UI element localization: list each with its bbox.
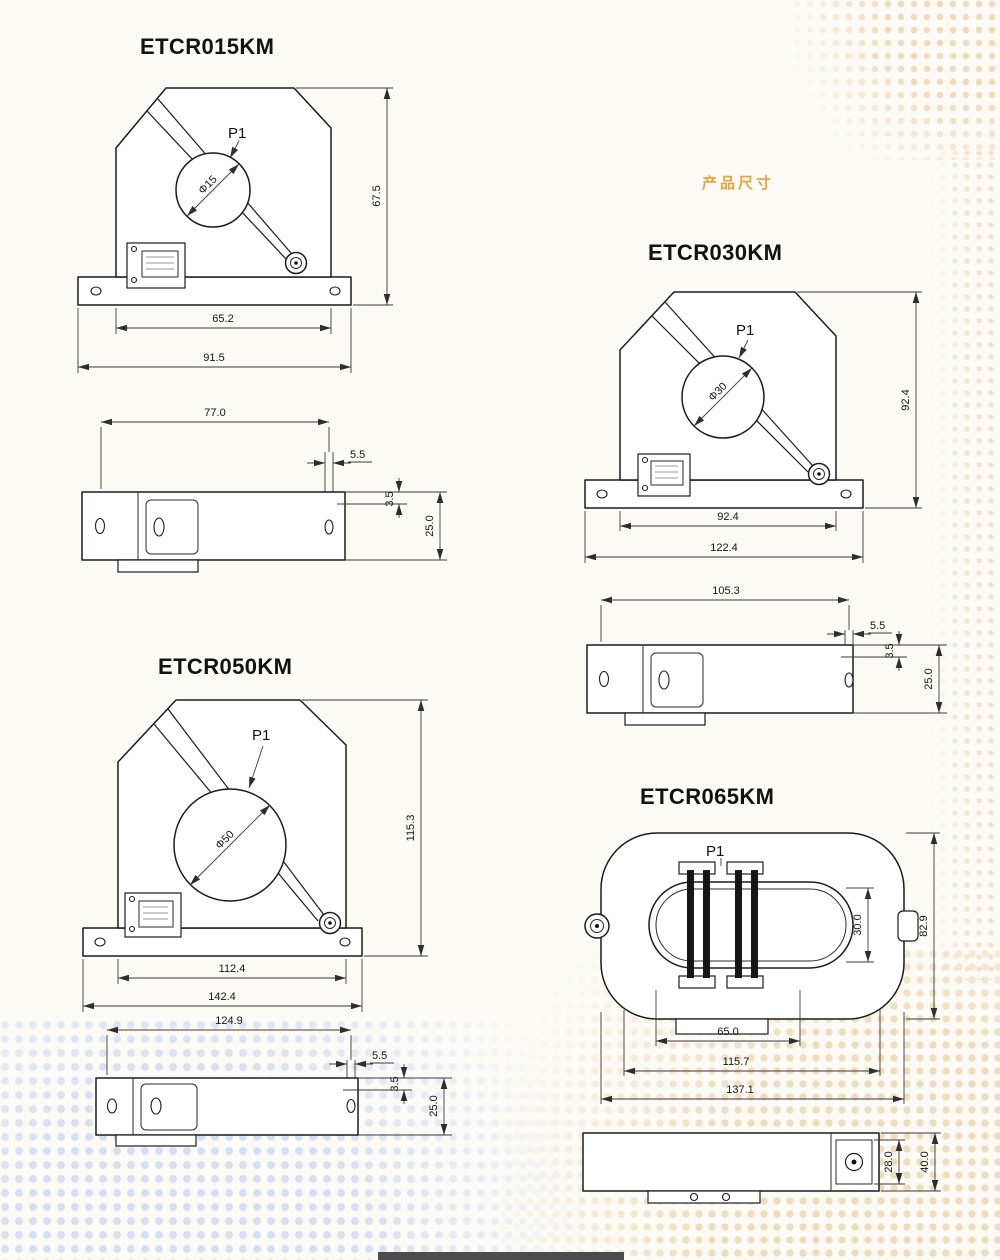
dim-height-label: 67.5 [371,185,383,206]
dim-depth: 25.0 [358,1078,452,1136]
dim-overall-width-label: 137.1 [726,1084,754,1096]
dim-tab: 5.5 [329,1050,394,1068]
bottom-tab [117,559,199,573]
side-body [586,644,854,714]
p1-label: P1 [252,727,270,744]
bottom-tab [115,1134,197,1147]
dim-tab: 5.5 [827,620,892,638]
dim-tab: 5.5 [307,449,372,467]
dim-body-width-label: 65.2 [212,313,233,325]
dim-length: 77.0 [100,407,330,489]
dim-body-width-label: 112.4 [219,963,246,975]
dim-depth-label: 40.0 [919,1151,931,1172]
side-body [95,1077,359,1136]
etcr030km-front-view: Φ30 P1 92.4 92.4 122.4 [584,291,922,563]
bottom-tab [624,712,706,726]
terminal-block [124,892,182,938]
dim-bar-span-label: 65.0 [717,1026,738,1038]
dim-base-width-label: 122.4 [710,542,738,554]
dim-step: 3.5 [337,478,447,518]
etcr050km-side-view: 124.9 5.5 3.5 25.0 [95,1015,452,1147]
hinge [318,911,342,935]
etcr050km-front-view: Φ50 P1 115.3 112.4 142.4 [82,699,428,1012]
dim-base-width: 122.4 [584,511,864,563]
etcr030km-side-view: 105.3 5.5 3.5 25.0 [586,585,947,726]
product-title-etcr065km: ETCR065KM [640,784,775,809]
busbar [703,870,710,978]
etcr065km-side-view: 28.0 40.0 [582,1132,941,1204]
base-plate [584,479,864,509]
dim-body-width: 112.4 [117,959,347,984]
etcr015km-front-view: Φ15 P1 67.5 65.2 [77,87,393,373]
busbar [687,870,694,978]
hinge [807,462,831,486]
p1-label: P1 [736,322,754,339]
terminal-block [126,242,186,289]
busbar [735,870,742,978]
product-title-etcr015km: ETCR015KM [140,34,275,59]
hinge [284,251,308,275]
dim-depth-label: 25.0 [424,515,436,536]
dim-block-label: 28.0 [883,1151,895,1172]
dim-length-label: 77.0 [204,407,225,419]
dim-base-width-label: 91.5 [203,352,224,364]
p1-label: P1 [228,125,246,142]
dim-length: 105.3 [600,585,850,642]
dim-depth-label: 25.0 [923,668,935,689]
dim-step-label: 3.5 [384,491,396,506]
dim-tab-label: 5.5 [870,620,885,632]
dim-height-label: 82.9 [918,915,930,936]
etcr065km-front-view: P1 30.0 82.9 65.0 115.7 [584,832,940,1104]
dim-body-width-label: 92.4 [717,511,738,523]
dim-base-width: 142.4 [82,959,363,1012]
dim-step-label: 3.5 [884,643,896,658]
dim-tab-label: 5.5 [372,1050,387,1062]
latch [897,910,919,942]
side-body [81,491,346,561]
etcr015km-side-view: 77.0 5.5 3.5 25.0 [81,407,447,573]
dim-base-width: 91.5 [77,308,352,373]
bottom-tab [647,1190,761,1204]
dim-height: 67.5 [296,87,393,306]
dim-length: 124.9 [106,1015,352,1075]
dim-height: 92.4 [797,291,922,509]
dim-depth-label: 25.0 [428,1095,440,1116]
dim-opening-label: 30.0 [852,914,864,935]
side-body [582,1132,880,1192]
dim-mount-width-label: 115.7 [723,1056,750,1068]
dim-tab-label: 5.5 [350,449,365,461]
dim-body-width: 65.2 [115,308,332,334]
dim-body-width: 92.4 [619,511,837,531]
dim-depth: 25.0 [345,492,447,561]
dim-base-width-label: 142.4 [208,991,236,1003]
product-title-etcr030km: ETCR030KM [648,240,783,265]
dim-step: 3.5 [841,631,947,671]
section-label-product-dimensions: 产品尺寸 [702,175,775,192]
dim-height-label: 92.4 [900,389,912,410]
dim-length-label: 124.9 [215,1015,243,1027]
p1-label: P1 [706,843,724,860]
dim-step-label: 3.5 [389,1076,401,1091]
dim-height: 115.3 [302,699,428,957]
hinge [584,913,610,939]
dim-depth: 25.0 [853,645,947,714]
dim-length-label: 105.3 [712,585,740,597]
product-title-etcr050km: ETCR050KM [158,654,293,679]
terminal-block [637,453,691,497]
busbar [751,870,758,978]
dim-height-label: 115.3 [405,815,417,842]
base-plate [77,276,352,306]
